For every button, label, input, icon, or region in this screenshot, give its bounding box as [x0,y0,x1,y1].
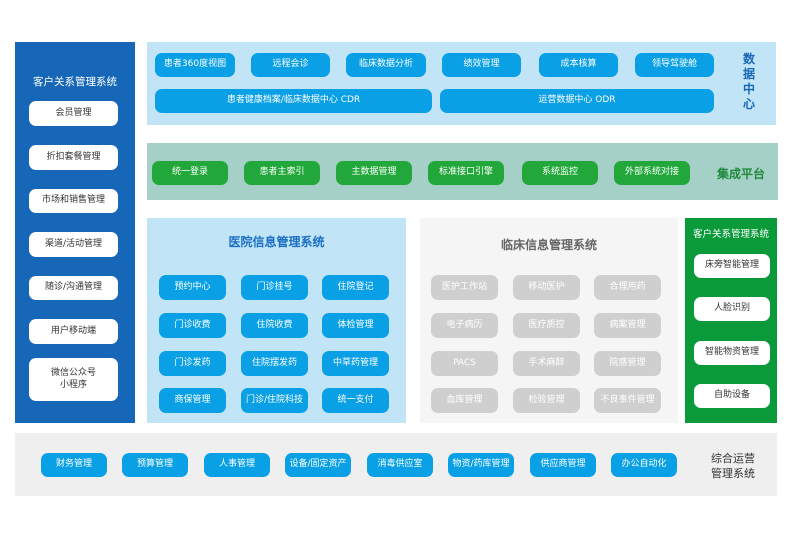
operations-item[interactable]: 消毒供应室 [367,453,433,477]
data-center-item[interactable]: 远程会诊 [251,53,330,77]
clinical-module[interactable]: 医疗质控 [513,313,580,338]
data-center-hub[interactable]: 运营数据中心 ODR [440,89,714,113]
hospital-module[interactable]: 门诊挂号 [241,275,308,300]
hospital-module[interactable]: 门诊收费 [159,313,226,338]
hospital-module[interactable]: 预约中心 [159,275,226,300]
integration-label: 集成平台 [716,167,765,181]
crm-right-item[interactable]: 床旁智能管理 [694,254,770,278]
crm-left-item[interactable]: 随诊/沟通管理 [29,276,118,300]
operations-item[interactable]: 财务管理 [41,453,107,477]
hospital-module[interactable]: 中草药管理 [322,351,389,376]
operations-item[interactable]: 设备/固定资产 [285,453,351,477]
clinical-module[interactable]: 医护工作站 [431,275,498,300]
operations-label: 综合运营 管理系统 [711,452,755,480]
clinical-module[interactable]: 电子病历 [431,313,498,338]
crm-right-title: 客户关系管理系统 [692,229,769,240]
crm-right-item[interactable]: 自助设备 [694,384,770,408]
integration-item[interactable]: 患者主索引 [244,161,320,185]
clinical-module[interactable]: 检验管理 [513,388,580,413]
data-center-item[interactable]: 绩效管理 [442,53,521,77]
hospital-module[interactable]: 门诊/住院科技 [241,388,308,413]
clinical-module[interactable]: 病案管理 [594,313,661,338]
crm-left-item[interactable]: 微信公众号 小程序 [29,358,118,401]
hospital-module[interactable]: 住院登记 [322,275,389,300]
crm-right-item[interactable]: 人脸识别 [694,297,770,321]
crm-left-item[interactable]: 渠道/活动管理 [29,232,118,257]
clinical-title: 临床信息管理系统 [500,238,597,252]
operations-item[interactable]: 办公自动化 [611,453,677,477]
operations-item[interactable]: 预算管理 [122,453,188,477]
data-center-item[interactable]: 领导驾驶舱 [635,53,714,77]
crm-left-item[interactable]: 折扣套餐管理 [29,145,118,170]
integration-item[interactable]: 标准接口引擎 [428,161,504,185]
operations-item[interactable]: 供应商管理 [530,453,596,477]
crm-left-title: 客户关系管理系统 [33,76,117,88]
hospital-module[interactable]: 住院收费 [241,313,308,338]
crm-right-item[interactable]: 智能物资管理 [694,341,770,365]
integration-item[interactable]: 统一登录 [152,161,228,185]
clinical-module[interactable]: 合理用药 [594,275,661,300]
crm-left-item[interactable]: 市场和销售管理 [29,189,118,213]
hospital-title: 医院信息管理系统 [228,235,325,249]
hospital-module[interactable]: 门诊发药 [159,351,226,376]
hospital-module[interactable]: 商保管理 [159,388,226,413]
clinical-module[interactable]: 移动医护 [513,275,580,300]
data-center-label: 数据中心 [742,52,755,111]
clinical-module[interactable]: 院感管理 [594,351,661,376]
data-center-item[interactable]: 成本核算 [539,53,618,77]
crm-left-item[interactable]: 用户移动端 [29,319,118,344]
clinical-module[interactable]: 不良事件管理 [594,388,661,413]
data-center-item[interactable]: 患者360度视图 [155,53,235,77]
hospital-module[interactable]: 住院摆发药 [241,351,308,376]
data-center-item[interactable]: 临床数据分析 [346,53,426,77]
clinical-module[interactable]: 手术麻醉 [513,351,580,376]
clinical-module[interactable]: 血库管理 [431,388,498,413]
hospital-module[interactable]: 体检管理 [322,313,389,338]
integration-item[interactable]: 系统监控 [522,161,598,185]
crm-left-item[interactable]: 会员管理 [29,101,118,126]
operations-item[interactable]: 物资/药库管理 [448,453,514,477]
hospital-module[interactable]: 统一支付 [322,388,389,413]
operations-item[interactable]: 人事管理 [204,453,270,477]
integration-item[interactable]: 外部系统对接 [614,161,690,185]
integration-item[interactable]: 主数据管理 [336,161,412,185]
clinical-module[interactable]: PACS [431,351,498,376]
data-center-hub[interactable]: 患者健康档案/临床数据中心 CDR [155,89,432,113]
